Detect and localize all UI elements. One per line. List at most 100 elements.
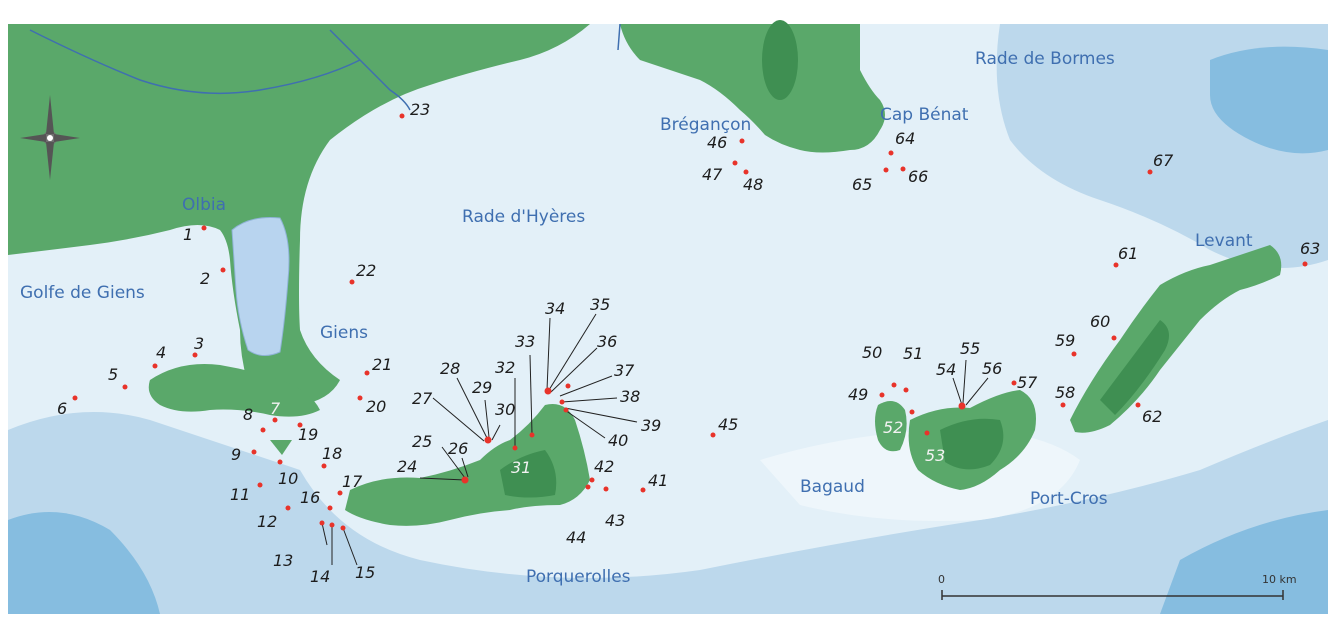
site-61: 61 [1118, 244, 1138, 263]
scale-bar: 0 10 km [938, 573, 1297, 600]
site-35: 35 [590, 295, 610, 314]
site-9: 9 [231, 445, 241, 464]
porquerolles-relief [500, 450, 557, 498]
site-54: 54 [936, 360, 956, 379]
site-24: 24 [397, 457, 417, 476]
site-42: 42 [594, 457, 614, 476]
site-36: 36 [597, 332, 617, 351]
port-cros-relief [940, 418, 1004, 470]
site-29: 29 [472, 378, 492, 397]
river-west [29, 29, 361, 95]
site-4: 4 [156, 343, 166, 362]
site-markers [72, 113, 1308, 531]
site-21: 21 [372, 355, 392, 374]
river-east [617, 23, 621, 51]
site-14: 14 [310, 567, 330, 586]
site-1: 1 [183, 225, 193, 244]
site-7: 7 [270, 399, 281, 418]
site-19: 19 [298, 425, 318, 444]
site-15: 15 [355, 563, 375, 582]
site-53: 53 [925, 446, 945, 465]
site-2: 2 [200, 269, 210, 288]
scale-end-label: 10 km [1262, 573, 1297, 586]
deep-sea-south [8, 412, 1328, 614]
site-26: 26 [448, 439, 468, 458]
site-6: 6 [57, 399, 67, 418]
site-57: 57 [1017, 373, 1038, 392]
site-23: 23 [410, 100, 430, 119]
mainland-east [620, 24, 885, 153]
pesquiers-lagoon [231, 217, 290, 356]
leader-lines [321, 313, 989, 566]
site-66: 66 [908, 167, 928, 186]
site-25: 25 [412, 432, 432, 451]
site-12: 12 [257, 512, 277, 531]
river-north [329, 29, 411, 111]
site-32: 32 [495, 358, 515, 377]
site-3: 3 [194, 334, 204, 353]
site-38: 38 [620, 387, 640, 406]
hill-east [762, 20, 798, 100]
label-olbia: Olbia [182, 195, 226, 215]
label-rade-hyeres: Rade d'Hyères [462, 207, 585, 227]
site-58: 58 [1055, 383, 1075, 402]
site-50: 50 [862, 343, 882, 362]
site-20: 20 [366, 397, 386, 416]
site-31: 31 [511, 458, 531, 477]
site-65: 65 [852, 175, 872, 194]
giens-peninsula [148, 364, 320, 417]
label-cap-benat: Cap Bénat [880, 105, 969, 125]
label-bregancon: Brégançon [660, 115, 751, 135]
site-16: 16 [300, 488, 320, 507]
label-golfe-de-giens: Golfe de Giens [20, 283, 145, 303]
label-rade-bormes: Rade de Bormes [975, 49, 1115, 69]
site-49: 49 [848, 385, 868, 404]
label-porquerolles: Porquerolles [526, 567, 631, 587]
deep-sea-southeast-core [1160, 510, 1328, 614]
site-37: 37 [614, 361, 635, 380]
site-47: 47 [702, 165, 723, 184]
site-18: 18 [322, 444, 342, 463]
grand-ribaud-islet [270, 440, 292, 455]
label-giens: Giens [320, 323, 368, 343]
site-40: 40 [608, 431, 628, 450]
site-67: 67 [1153, 151, 1174, 170]
site-5: 5 [108, 365, 118, 384]
site-13: 13 [273, 551, 293, 570]
deep-sea-south-core [8, 512, 160, 614]
site-48: 48 [743, 175, 763, 194]
site-59: 59 [1055, 331, 1075, 350]
site-30: 30 [495, 400, 515, 419]
label-levant: Levant [1195, 231, 1253, 251]
site-44: 44 [566, 528, 586, 547]
site-39: 39 [641, 416, 661, 435]
label-bagaud: Bagaud [800, 477, 865, 497]
scale-start-label: 0 [938, 573, 945, 586]
site-28: 28 [440, 359, 460, 378]
site-60: 60 [1090, 312, 1110, 331]
label-port-cros: Port-Cros [1030, 489, 1108, 509]
site-45: 45 [718, 415, 738, 434]
site-17: 17 [342, 472, 363, 491]
levant-relief [1100, 320, 1169, 415]
compass-icon [20, 95, 80, 180]
bagaud-island [875, 401, 907, 452]
site-8: 8 [243, 405, 253, 424]
site-62: 62 [1142, 407, 1162, 426]
site-64: 64 [895, 129, 915, 148]
site-43: 43 [605, 511, 625, 530]
site-22: 22 [356, 261, 376, 280]
site-33: 33 [515, 332, 535, 351]
site-63: 63 [1300, 239, 1320, 258]
site-27: 27 [412, 389, 433, 408]
site-11: 11 [230, 485, 250, 504]
site-51: 51 [903, 344, 923, 363]
site-46: 46 [707, 133, 727, 152]
mainland-west [8, 24, 590, 405]
site-56: 56 [982, 359, 1002, 378]
site-34: 34 [545, 299, 565, 318]
site-52: 52 [883, 418, 903, 437]
site-55: 55 [960, 339, 980, 358]
site-41: 41 [648, 471, 668, 490]
